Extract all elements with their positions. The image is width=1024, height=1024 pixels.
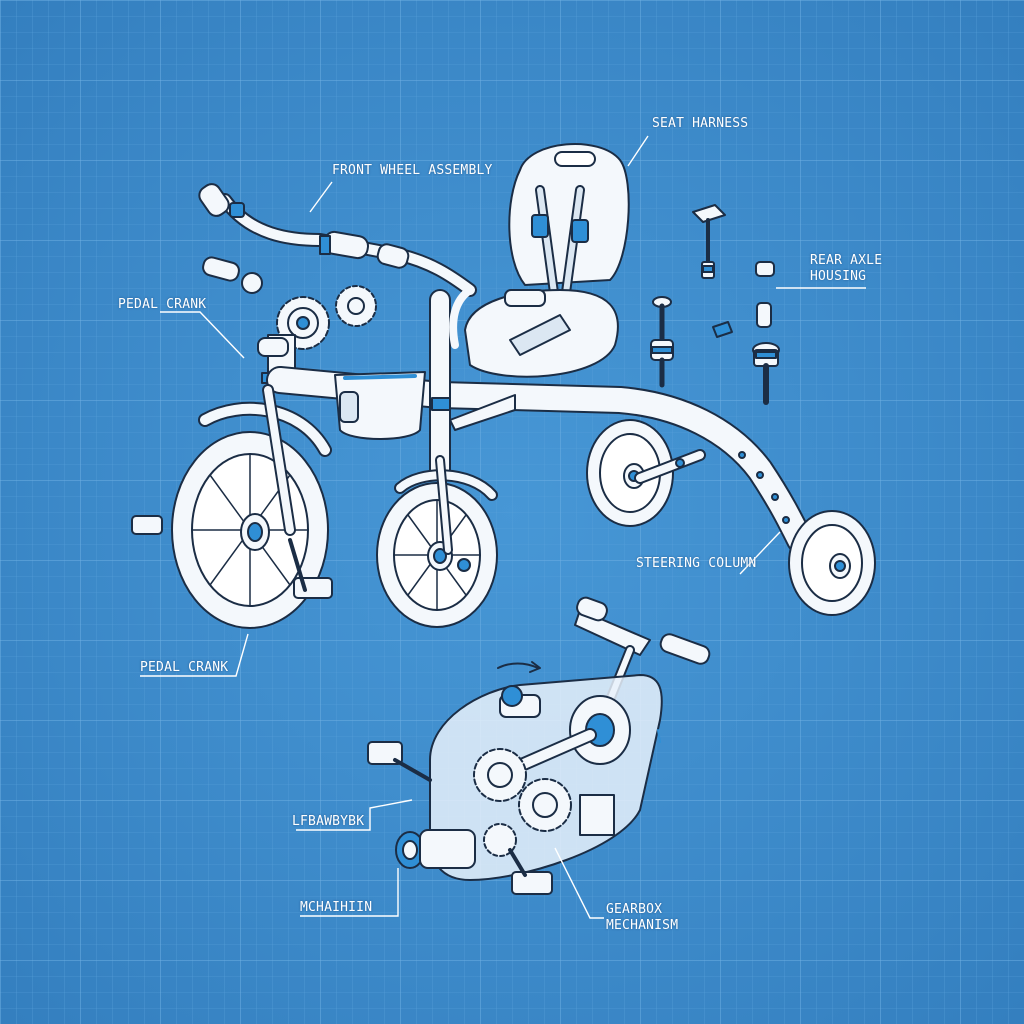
label-steering-column: STEERING COLUMN [636, 556, 757, 571]
seat-harness-icon [464, 143, 630, 378]
label-gearbox-line1: GEARBOX [606, 902, 663, 917]
tricycle-illustration [131, 143, 876, 629]
label-rear-axle-line2: HOUSING [810, 269, 867, 284]
label-front-wheel-assembly: FRONT WHEEL ASSEMBLY [332, 163, 493, 178]
small-gear-icon [335, 285, 377, 327]
main-frame [266, 286, 814, 554]
label-seat-harness: SEAT HARNESS [652, 116, 749, 131]
front-basket [334, 371, 426, 440]
axle-pin-2-icon [752, 342, 780, 405]
rear-wheel-left-icon [586, 419, 706, 527]
gearbox-icon [367, 596, 711, 895]
label-gearbox-mechanism: GEARBOX MECHANISM [606, 902, 678, 934]
detached-grip [202, 256, 263, 294]
nut-icon [712, 261, 775, 338]
label-rear-axle-housing: REAR AXLE HOUSING [810, 253, 882, 285]
rear-wheel-right-icon [788, 510, 876, 616]
label-rear-axle-line1: REAR AXLE [810, 253, 883, 268]
label-pedal-crank-top: PEDAL CRANK [118, 297, 207, 312]
handlebar [198, 183, 477, 297]
label-mechanism-garbled: MCHAIHIIN [300, 900, 373, 915]
wheel-icon [131, 384, 333, 629]
label-left-garbled: LFBAWBYBK [292, 814, 365, 829]
bolt-icon [692, 204, 726, 279]
label-pedal-crank-bottom: PEDAL CRANK [140, 660, 229, 675]
axle-pin-icon [650, 296, 674, 388]
middle-wheel-icon [376, 455, 498, 628]
leader-lines [140, 135, 866, 919]
label-gearbox-line2: MECHANISM [606, 918, 679, 933]
